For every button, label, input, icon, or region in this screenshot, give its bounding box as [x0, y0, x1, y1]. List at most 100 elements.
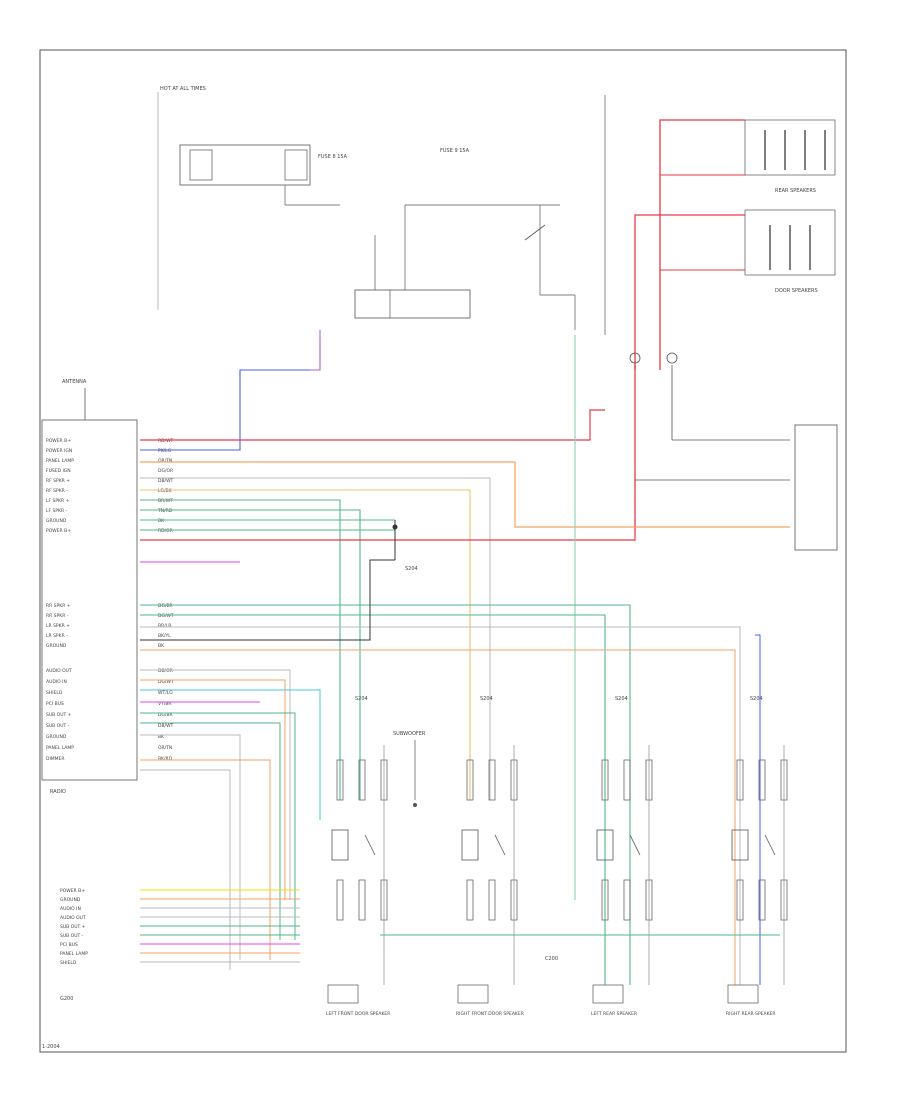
radio-pin-label: GROUND — [46, 643, 67, 649]
wire-code-label: WT/LG — [158, 690, 173, 696]
fuse-label-1: FUSE 8 15A — [318, 154, 348, 160]
fuse-element-1 — [189, 149, 213, 181]
wire-orange-panel — [140, 461, 790, 528]
wire-code-label: PK/LG — [158, 448, 172, 454]
wire-code-label: OR/TN — [158, 458, 172, 464]
connector-pin-label: AUDIO IN — [60, 906, 81, 912]
connector-pin-label: AUDIO OUT — [60, 915, 86, 921]
radio-pin-label: SUB OUT + — [46, 712, 72, 718]
ground-label: G200 — [60, 996, 73, 1002]
connector-ring-1 — [629, 352, 641, 364]
wire-low-gray-3 — [140, 769, 231, 970]
radio-pin-label: DIMMER — [46, 756, 65, 762]
radio-pin-label: LR SPKR + — [46, 623, 70, 629]
door-speaker-box — [744, 209, 836, 276]
wire-orange-2 — [140, 489, 471, 800]
antenna-label: ANTENNA — [62, 379, 87, 385]
radio-pin-label: LF SPKR + — [46, 498, 70, 504]
radio-pin-label: GROUND — [46, 734, 67, 740]
connector-ring-2 — [666, 352, 678, 364]
radio-pin-label: POWER B+ — [46, 528, 71, 534]
radio-pin-label: POWER B+ — [46, 438, 71, 444]
speaker-connector-lower — [466, 879, 474, 921]
speaker-connector-lower — [736, 879, 744, 921]
wire-low-cyan — [140, 689, 321, 820]
speaker-connector-lower — [601, 879, 609, 921]
radio-pin-label: SUB OUT - — [46, 723, 70, 729]
speaker-connector-upper — [466, 759, 474, 801]
wire-code-label: DB/OR — [158, 668, 173, 674]
radio-unit — [41, 419, 138, 781]
wire-low-orange-2 — [140, 759, 271, 960]
connector-pin-label: GROUND — [60, 897, 81, 903]
radio-pin-label: SHIELD — [46, 690, 63, 696]
speaker-connector-upper — [601, 759, 609, 801]
speaker-name-label: RIGHT FRONT DOOR SPEAKER — [456, 1011, 524, 1017]
wire-low-gray-2 — [140, 734, 241, 960]
speaker-body — [727, 984, 759, 1004]
speaker-switch — [629, 834, 641, 856]
wire-low-green-1 — [140, 712, 296, 940]
wire-red-top-2 — [634, 214, 745, 370]
wire-code-label: OR/TN — [158, 745, 172, 751]
radio-pin-label: RF SPKR - — [46, 488, 68, 494]
speaker-switch — [364, 834, 376, 856]
radio-pin-label: GROUND — [46, 518, 67, 524]
wire-mid-blue — [755, 634, 761, 985]
wire-code-label: DB/WT — [158, 723, 174, 729]
wire-mid-green-1 — [140, 604, 631, 985]
radio-pin-label: PANEL LAMP — [46, 458, 74, 464]
speaker-connector-upper — [758, 759, 766, 801]
fuse-block-left — [179, 144, 311, 186]
center-connector — [354, 289, 471, 319]
mid-splice-2: S204 — [480, 696, 493, 702]
radio-pin-label: POWER IGN — [46, 448, 72, 454]
radio-pin-label: RR SPKR + — [46, 603, 71, 609]
connector-pin-label: PANEL LAMP — [60, 951, 88, 957]
radio-pin-label: RR SPKR - — [46, 613, 69, 619]
wire-code-label: BK — [158, 643, 165, 649]
connector-pin-label: SUB OUT + — [60, 924, 86, 930]
subwoofer-label: SUBWOOFER — [393, 731, 426, 737]
wire-code-label: DG/BR — [158, 712, 173, 718]
mid-splice-3: S204 — [615, 696, 628, 702]
connector-pin-label: SUB OUT - — [60, 933, 84, 939]
wire-red-lower — [140, 535, 636, 541]
speaker-switch — [494, 834, 506, 856]
radio-pin-label: PANEL LAMP — [46, 745, 74, 751]
radio-pin-label: AUDIO IN — [46, 679, 67, 685]
switch-arm — [524, 224, 546, 241]
speaker-body — [457, 984, 489, 1004]
speaker-connector-lower — [358, 879, 366, 921]
connector-pin-label: SHIELD — [60, 960, 77, 966]
speaker-body — [592, 984, 624, 1004]
wire-red-power — [140, 409, 605, 441]
rear-speaker-box — [744, 119, 836, 176]
speaker-body — [327, 984, 359, 1004]
footer-code: 1-2004 — [42, 1044, 60, 1050]
radio-label: RADIO — [50, 789, 66, 795]
wire-code-label: BK/RD — [158, 756, 173, 762]
door-speakers-label: DOOR SPEAKERS — [775, 288, 818, 294]
wire-code-label: DB/WT — [158, 478, 174, 484]
wire-green-2 — [140, 509, 361, 800]
wire-mid-green-2 — [140, 614, 606, 985]
hot-all-times-label: HOT AT ALL TIMES — [160, 86, 206, 92]
wire-code-label: DG/OR — [158, 468, 173, 474]
wire-code-label: BR/LB — [158, 623, 171, 629]
wire-code-label: DG/BR — [158, 603, 173, 609]
wire-low-orange — [140, 679, 286, 900]
wire-code-label: TN/RD — [157, 508, 173, 514]
mid-splice-4: S204 — [750, 696, 763, 702]
speaker-connector-lower — [623, 879, 631, 921]
speaker-coil — [596, 829, 614, 861]
wire-gray-1 — [140, 477, 491, 800]
mid-splice-1: S204 — [355, 696, 368, 702]
radio-pin-label: AUDIO OUT — [46, 668, 72, 674]
